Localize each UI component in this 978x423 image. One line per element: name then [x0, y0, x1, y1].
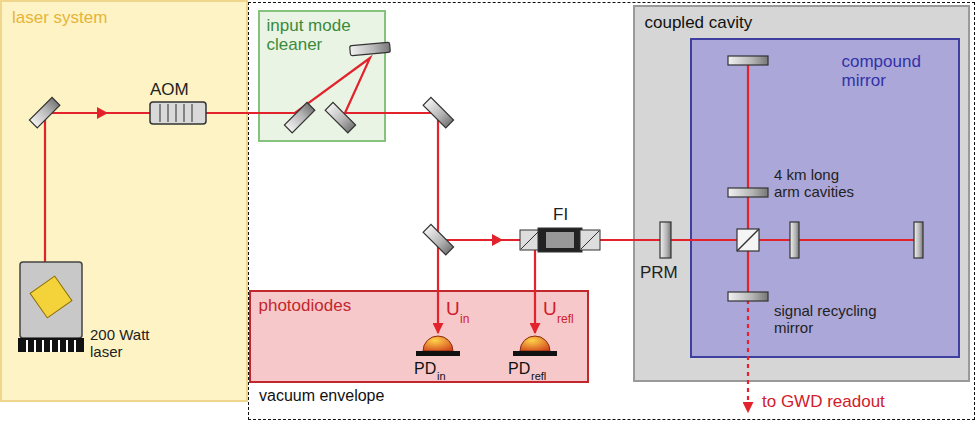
detector-name: PD: [508, 360, 530, 378]
beam-arrow: [492, 234, 503, 246]
readout-label: to GWD readout: [762, 392, 885, 412]
group-heading: photodiodes: [259, 296, 352, 316]
aom-modulator: [150, 102, 206, 124]
signal-name: U: [446, 298, 460, 320]
component-name: 4 km long arm cavities: [774, 166, 869, 201]
mirror: [29, 42, 923, 301]
laser-beam: [45, 58, 915, 412]
group-heading: vacuum envelope: [259, 387, 384, 405]
signal-subscript: in: [460, 313, 469, 327]
component-name: signal recycling mirror: [774, 302, 899, 337]
mode-cleaner-box: input mode cleaner: [258, 10, 386, 142]
group-heading: coupled cavity: [645, 13, 753, 33]
laser-source: [18, 262, 84, 352]
detector-subscript: in: [437, 370, 446, 383]
detector-name: PD: [414, 360, 436, 378]
group-heading: input mode cleaner: [267, 16, 359, 55]
group-heading: laser system: [12, 8, 107, 28]
component-name: 200 Watt laser: [90, 326, 165, 361]
component-name: FI: [553, 205, 568, 225]
beam-splitter: [737, 229, 759, 251]
photodiode: [416, 336, 557, 356]
detector-subscript: refl: [531, 370, 546, 383]
vacuum-envelope: vacuum envelope input mode cleaner coupled…: [248, 2, 975, 420]
signal-name: U: [543, 298, 557, 320]
faraday-isolator: [520, 228, 600, 252]
component-name: PRM: [640, 263, 678, 283]
beam-arrow: [97, 107, 108, 119]
group-heading: compound mirror: [842, 52, 954, 91]
component-name: AOM: [150, 80, 189, 100]
signal-subscript: refl: [557, 313, 574, 327]
